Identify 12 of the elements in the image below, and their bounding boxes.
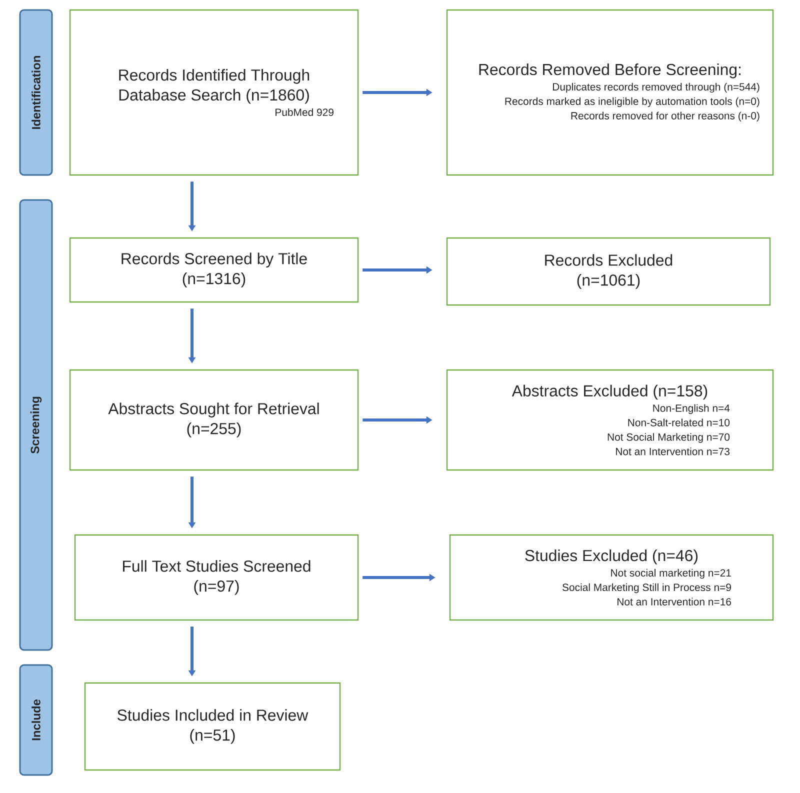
process-box: Studies Excluded (n=46) Not social marketing n=21 Social Marketing Still in Process n=9 Not an Intervention n=16 [449, 534, 774, 621]
process-box: Records Excluded (n=1061) [446, 237, 771, 306]
process-box: Full Text Studies Screened (n=97) [74, 534, 359, 621]
phase-band: Identification [19, 9, 53, 176]
process-box: Records Identified Through Database Search (n=1860) PubMed 929 [69, 9, 359, 176]
phase-band: Include [19, 664, 53, 776]
process-box: Studies Included in Review (n=51) [84, 682, 341, 771]
process-box: Records Removed Before Screening: Duplicates records removed through (n=544) Records marked as ineligible by automation tools (n=0) Records removed for other reasons (n-0) [446, 9, 774, 176]
phase-band: Screening [19, 199, 53, 651]
process-box: Abstracts Excluded (n=158) Non-English n=4 Non-Salt-related n=10 Not Social Marketing n=70 Not an Intervention n=73 [446, 369, 774, 471]
process-box: Records Screened by Title (n=1316) [69, 237, 359, 303]
process-box: Abstracts Sought for Retrieval (n=255) [69, 369, 359, 471]
